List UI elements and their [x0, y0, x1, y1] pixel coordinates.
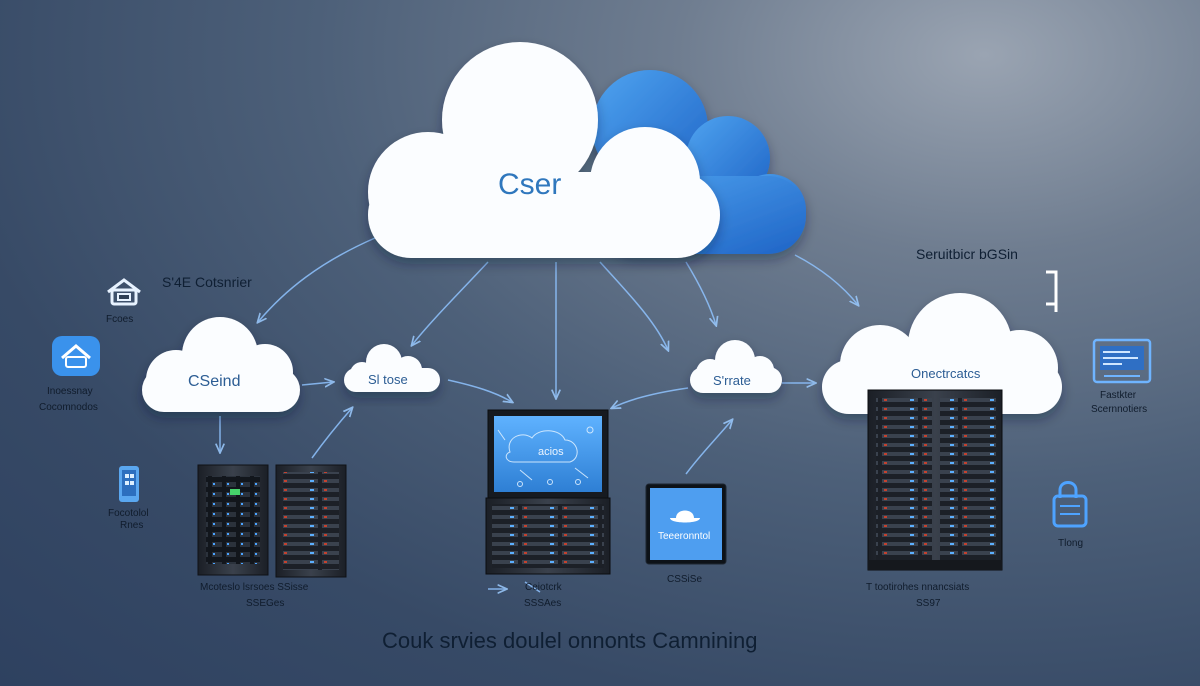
arrow-main-to-right2 — [794, 254, 858, 305]
left-server-tower — [197, 464, 269, 576]
center-monitor — [487, 409, 609, 499]
screen-icon — [1092, 338, 1152, 384]
phone-label-1: Focotolol — [108, 508, 149, 519]
tablet-device — [645, 483, 727, 565]
screen-label-1: Fastkter — [1100, 390, 1137, 401]
arrow-tablet-to-midright — [685, 420, 732, 475]
tablet-caption: CSSiSe — [667, 574, 703, 585]
mid-left-cloud — [344, 344, 440, 392]
center-caption-1: Ceiotcrk — [525, 582, 562, 593]
left-server-caption-2: SSEGes — [246, 598, 285, 609]
mid-left-cloud-label: Sl tose — [368, 372, 408, 387]
arrow-main-to-left — [258, 237, 376, 322]
arrow-midleft-to-center — [447, 379, 512, 402]
mid-right-cloud — [690, 340, 782, 393]
right-cloud-label: Onectrcatcs — [911, 366, 981, 381]
phone-label-2: Rnes — [120, 520, 144, 531]
right-server-caption-1: T tootirohes nnancsiats — [866, 582, 970, 593]
left-server-caption-1: Mcoteslo lsrsoes SSisse — [200, 582, 309, 593]
left-server-rack — [275, 464, 347, 578]
center-caption-2: SSSAes — [524, 598, 562, 609]
phone-icon — [119, 466, 139, 502]
mid-right-cloud-label: S'rrate — [713, 373, 751, 388]
top-right-heading: Seruitbicr bGSin — [916, 246, 1018, 262]
music-note-icon — [1046, 270, 1058, 312]
house-icon — [52, 336, 100, 376]
left-cloud-label: CSeind — [188, 373, 241, 390]
home-icon — [107, 278, 141, 306]
main-cloud-label: Cser — [498, 168, 562, 201]
top-left-heading: S'4E Cotsnrier — [162, 274, 252, 290]
house-label-2: Cocomnodos — [39, 402, 98, 413]
arrow-main-to-midright — [599, 261, 668, 350]
arrow-main-to-midleft — [412, 261, 489, 345]
screen-label-2: Scernnotiers — [1091, 404, 1148, 415]
home-label: Fcoes — [106, 314, 134, 325]
arrow-left-to-midleft — [301, 382, 333, 385]
right-server-caption-2: SS97 — [916, 598, 941, 609]
center-rack — [485, 497, 611, 575]
arrow-server-to-midleft — [311, 408, 352, 459]
center-screen-label: acios — [538, 446, 564, 458]
house-label-1: Inoessnay — [47, 386, 93, 397]
arrow-midright-to-center — [612, 387, 689, 408]
lock-label: Tlong — [1058, 538, 1084, 549]
lock-icon — [1052, 481, 1088, 528]
main-cloud — [368, 42, 720, 258]
tablet-text: Teeeronntol — [658, 531, 711, 542]
arrow-main-to-right1 — [685, 261, 716, 325]
right-server-rack — [867, 389, 1003, 571]
arrow-center-down2 — [524, 581, 541, 593]
left-cloud — [142, 317, 300, 412]
diagram-title: Couk srvies doulel onnonts Camnining — [382, 628, 758, 653]
